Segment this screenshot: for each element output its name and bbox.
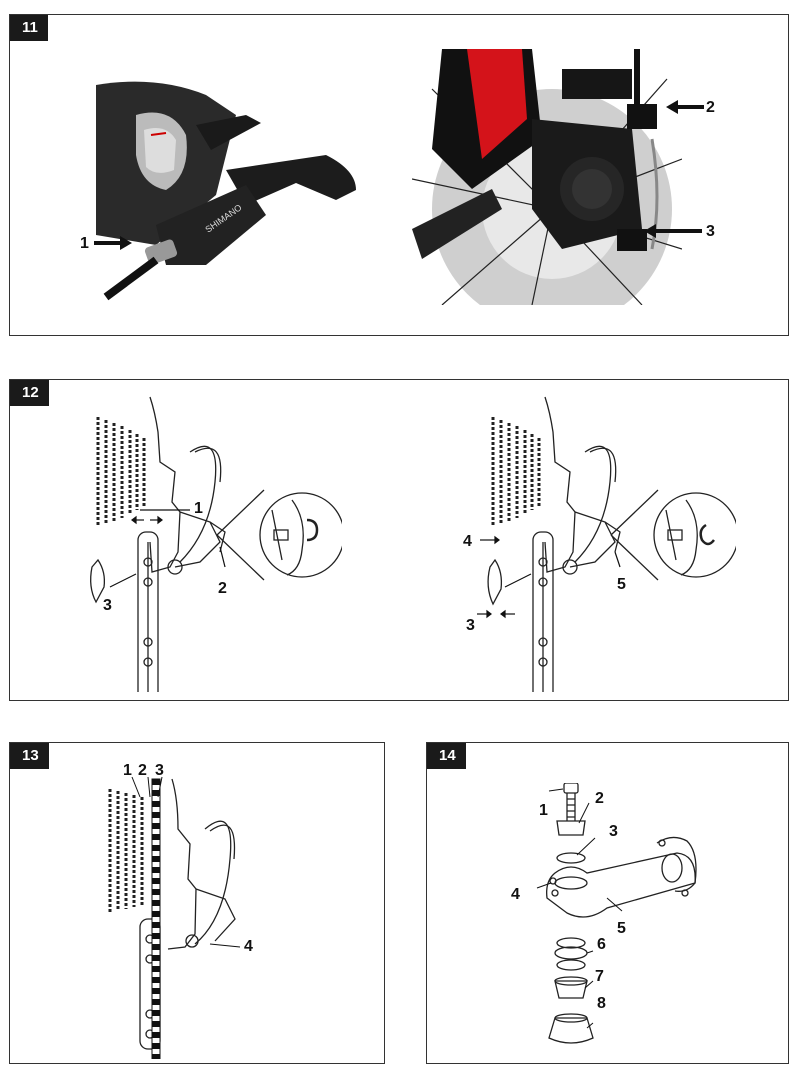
derailleur-diagram-left: [90, 396, 226, 692]
shifter-photo: SHIMANO: [96, 75, 366, 303]
callout-12-5: 5: [617, 576, 626, 593]
figure-panel-11: 11 SHIMANO 1: [9, 14, 789, 336]
arrow-right-icon: [94, 236, 132, 250]
callout-14-1: 1: [539, 802, 548, 819]
callout-12-2: 2: [218, 580, 227, 597]
arrow-left-icon: [666, 100, 704, 114]
callout-12-3b: 3: [466, 617, 475, 634]
callout-14-4: 4: [511, 886, 520, 903]
callout-14-5: 5: [617, 920, 626, 937]
callout-13-4: 4: [244, 938, 253, 955]
figure-panel-14: 14: [426, 742, 789, 1064]
callout-12-3: 3: [103, 597, 112, 614]
callout-11-1: 1: [80, 235, 89, 252]
callout-11-2: 2: [706, 99, 715, 116]
callout-13-1: 1: [123, 762, 132, 779]
callout-14-2: 2: [595, 790, 604, 807]
arrow-left-icon: [644, 224, 702, 238]
derailleur-diagram-right: [477, 396, 621, 692]
figure-panel-12: 12: [9, 379, 789, 701]
headset-exploded-diagram: [536, 783, 697, 1044]
detail-zoom-left: [216, 489, 342, 581]
callout-12-4: 4: [463, 533, 472, 550]
figure-number-12: 12: [10, 380, 49, 406]
callout-14-3: 3: [609, 823, 618, 840]
callout-11-3: 3: [706, 223, 715, 240]
cassette-sprockets: [96, 417, 146, 527]
callout-13-3: 3: [155, 762, 164, 779]
callout-14-7: 7: [595, 968, 604, 985]
figure-number-13: 13: [10, 743, 49, 769]
callout-14-8: 8: [597, 995, 606, 1012]
chain-line: [151, 778, 161, 1059]
figure-number-11: 11: [10, 15, 48, 41]
callout-12-1: 1: [194, 500, 203, 517]
figure-number-14: 14: [427, 743, 466, 769]
cassette-sprockets: [491, 417, 541, 527]
callout-14-6: 6: [597, 936, 606, 953]
callout-13-2: 2: [138, 762, 147, 779]
derailleur-limit-diagram: [108, 776, 241, 1059]
detail-zoom-right: [610, 489, 736, 581]
disc-brake-photo: [412, 49, 682, 305]
figure-panel-13: 13 1 2 3 4: [9, 742, 385, 1064]
